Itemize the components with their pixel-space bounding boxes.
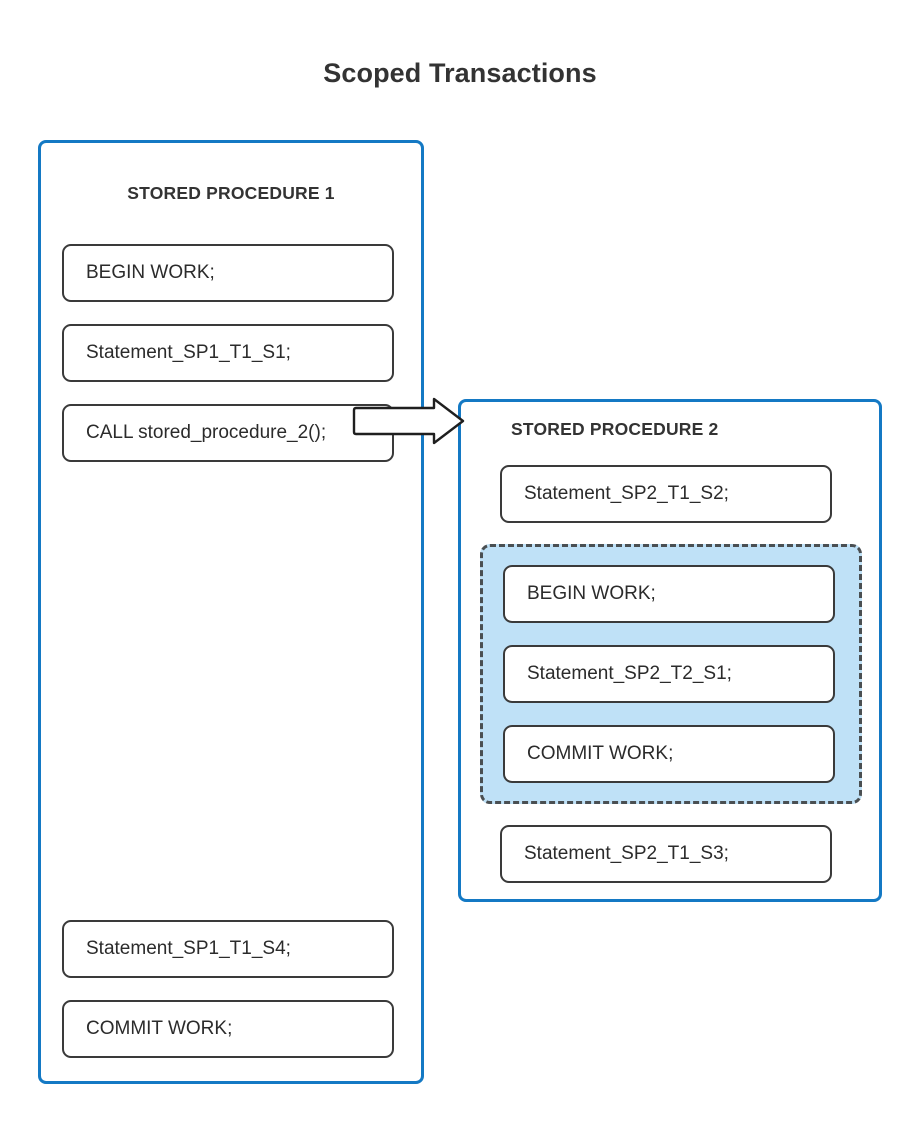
- block-arrow-right-icon: [352, 397, 465, 445]
- statement-box: BEGIN WORK;: [62, 244, 394, 302]
- statement-box: COMMIT WORK;: [62, 1000, 394, 1058]
- statement-box: Statement_SP1_T1_S4;: [62, 920, 394, 978]
- stored-procedure-2-header: STORED PROCEDURE 2: [511, 419, 719, 439]
- statement-box: COMMIT WORK;: [503, 725, 835, 783]
- stored-procedure-1-container: STORED PROCEDURE 1 BEGIN WORK; Statement…: [38, 140, 424, 1084]
- statement-box: BEGIN WORK;: [503, 565, 835, 623]
- statement-box: Statement_SP2_T1_S3;: [500, 825, 832, 883]
- stored-procedure-1-header: STORED PROCEDURE 1: [127, 183, 335, 203]
- page-title: Scoped Transactions: [323, 58, 597, 88]
- statement-box: Statement_SP1_T1_S1;: [62, 324, 394, 382]
- stored-procedure-2-container: STORED PROCEDURE 2 Statement_SP2_T1_S2; …: [458, 399, 882, 902]
- scoped-transaction-region: BEGIN WORK; Statement_SP2_T2_S1; COMMIT …: [480, 544, 862, 804]
- statement-box-call-stored-procedure-2: CALL stored_procedure_2();: [62, 404, 394, 462]
- statement-box: Statement_SP2_T1_S2;: [500, 465, 832, 523]
- statement-box: Statement_SP2_T2_S1;: [503, 645, 835, 703]
